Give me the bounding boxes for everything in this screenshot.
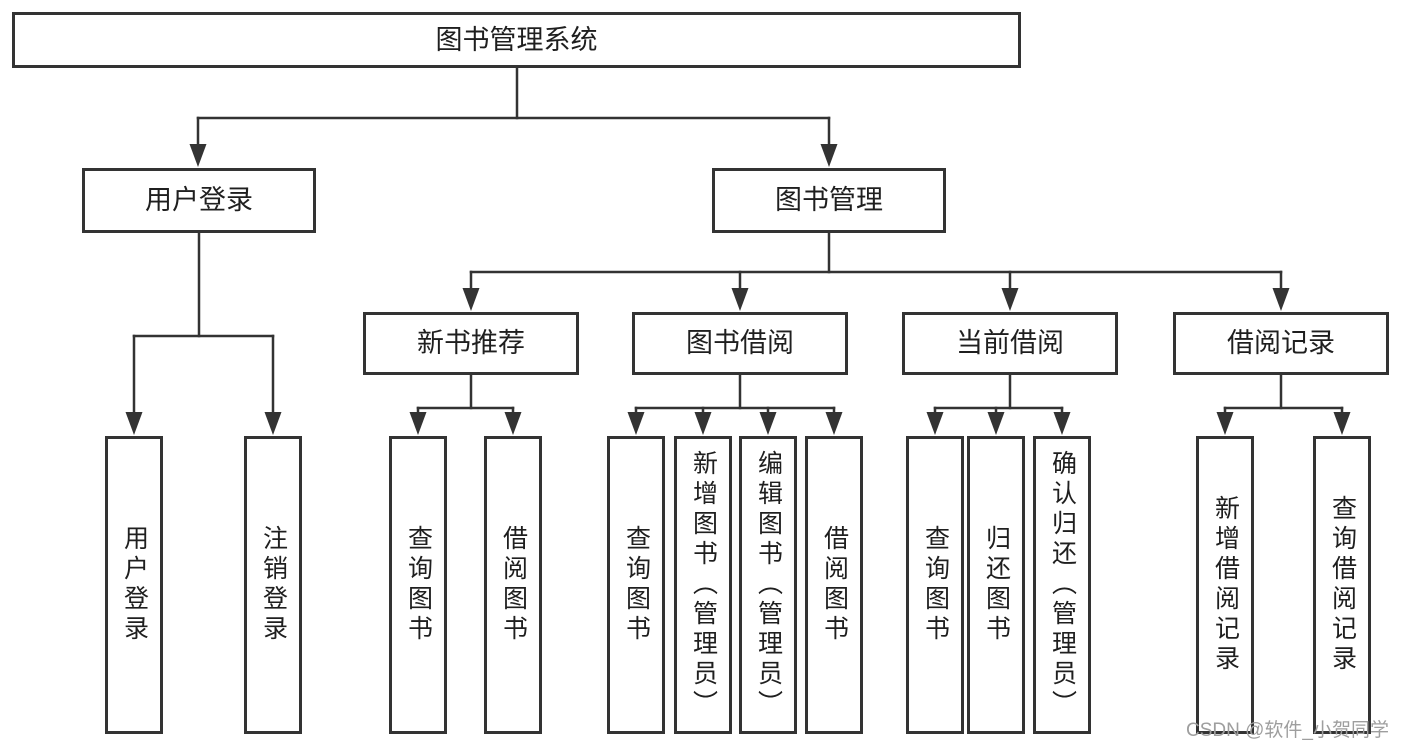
node-label: 借阅记录 [1227, 328, 1335, 358]
arrowhead-icon [694, 412, 712, 435]
arrowhead-icon [1272, 288, 1290, 311]
connector-current-borrowing-branch [926, 373, 1071, 435]
leaf-borrow-books-newbook: 借阅图书 [484, 436, 542, 734]
leaf-user-login: 用户登录 [105, 436, 163, 734]
leaf-label: 归还图书 [982, 525, 1011, 645]
node-label: 当前借阅 [956, 328, 1064, 358]
node-library-management-system: 图书管理系统 [12, 12, 1021, 68]
connector-borrowing-records-branch [1216, 373, 1351, 435]
arrowhead-icon [462, 288, 480, 311]
node-label: 用户登录 [145, 185, 253, 215]
connector-book-borrowing-branch [627, 373, 843, 435]
leaf-label: 新增图书（管理员） [689, 450, 718, 720]
leaf-label: 新增借阅记录 [1211, 495, 1240, 675]
leaf-label: 查询图书 [622, 525, 651, 645]
arrowhead-icon [820, 144, 838, 167]
arrowhead-icon [926, 412, 944, 435]
node-borrowing-records: 借阅记录 [1173, 312, 1389, 375]
connector-new-book-branch [409, 373, 522, 435]
connector-book-management-branch [462, 231, 1290, 311]
leaf-add-borrow-record: 新增借阅记录 [1196, 436, 1254, 734]
leaf-confirm-return-admin: 确认归还（管理员） [1033, 436, 1091, 734]
arrowhead-icon [825, 412, 843, 435]
arrowhead-icon [987, 412, 1005, 435]
arrowhead-icon [409, 412, 427, 435]
leaf-label: 查询借阅记录 [1328, 495, 1357, 675]
connector-user-login-branch [125, 231, 282, 435]
leaf-label: 用户登录 [120, 525, 149, 645]
arrowhead-icon [1053, 412, 1071, 435]
arrowhead-icon [189, 144, 207, 167]
leaf-query-books-borrowing: 查询图书 [607, 436, 665, 734]
leaf-logout: 注销登录 [244, 436, 302, 734]
leaf-label: 注销登录 [259, 525, 288, 645]
arrowhead-icon [731, 288, 749, 311]
arrowhead-icon [264, 412, 282, 435]
arrowhead-icon [125, 412, 143, 435]
node-label: 图书借阅 [686, 328, 794, 358]
node-current-borrowing: 当前借阅 [902, 312, 1118, 375]
node-book-borrowing: 图书借阅 [632, 312, 848, 375]
csdn-watermark: CSDN @软件_小贺同学 [1186, 720, 1389, 741]
leaf-borrow-books-borrowing: 借阅图书 [805, 436, 863, 734]
arrowhead-icon [627, 412, 645, 435]
arrowhead-icon [759, 412, 777, 435]
leaf-query-books-newbook: 查询图书 [389, 436, 447, 734]
node-new-book-recommendation: 新书推荐 [363, 312, 579, 375]
arrowhead-icon [1333, 412, 1351, 435]
leaf-add-books-admin: 新增图书（管理员） [674, 436, 732, 734]
connector-root-branch [189, 66, 838, 167]
arrowhead-icon [1001, 288, 1019, 311]
node-book-management: 图书管理 [712, 168, 946, 233]
leaf-query-books-current: 查询图书 [906, 436, 964, 734]
leaf-query-borrow-record: 查询借阅记录 [1313, 436, 1371, 734]
leaf-label: 借阅图书 [820, 525, 849, 645]
leaf-label: 查询图书 [404, 525, 433, 645]
arrowhead-icon [504, 412, 522, 435]
leaf-label: 查询图书 [921, 525, 950, 645]
arrowhead-icon [1216, 412, 1234, 435]
leaf-label: 借阅图书 [499, 525, 528, 645]
leaf-return-books: 归还图书 [967, 436, 1025, 734]
node-label: 图书管理系统 [435, 24, 598, 55]
leaf-label: 编辑图书（管理员） [754, 450, 783, 720]
node-user-login: 用户登录 [82, 168, 316, 233]
leaf-label: 确认归还（管理员） [1048, 450, 1077, 720]
leaf-edit-books-admin: 编辑图书（管理员） [739, 436, 797, 734]
node-label: 新书推荐 [417, 328, 525, 358]
node-label: 图书管理 [775, 185, 883, 215]
